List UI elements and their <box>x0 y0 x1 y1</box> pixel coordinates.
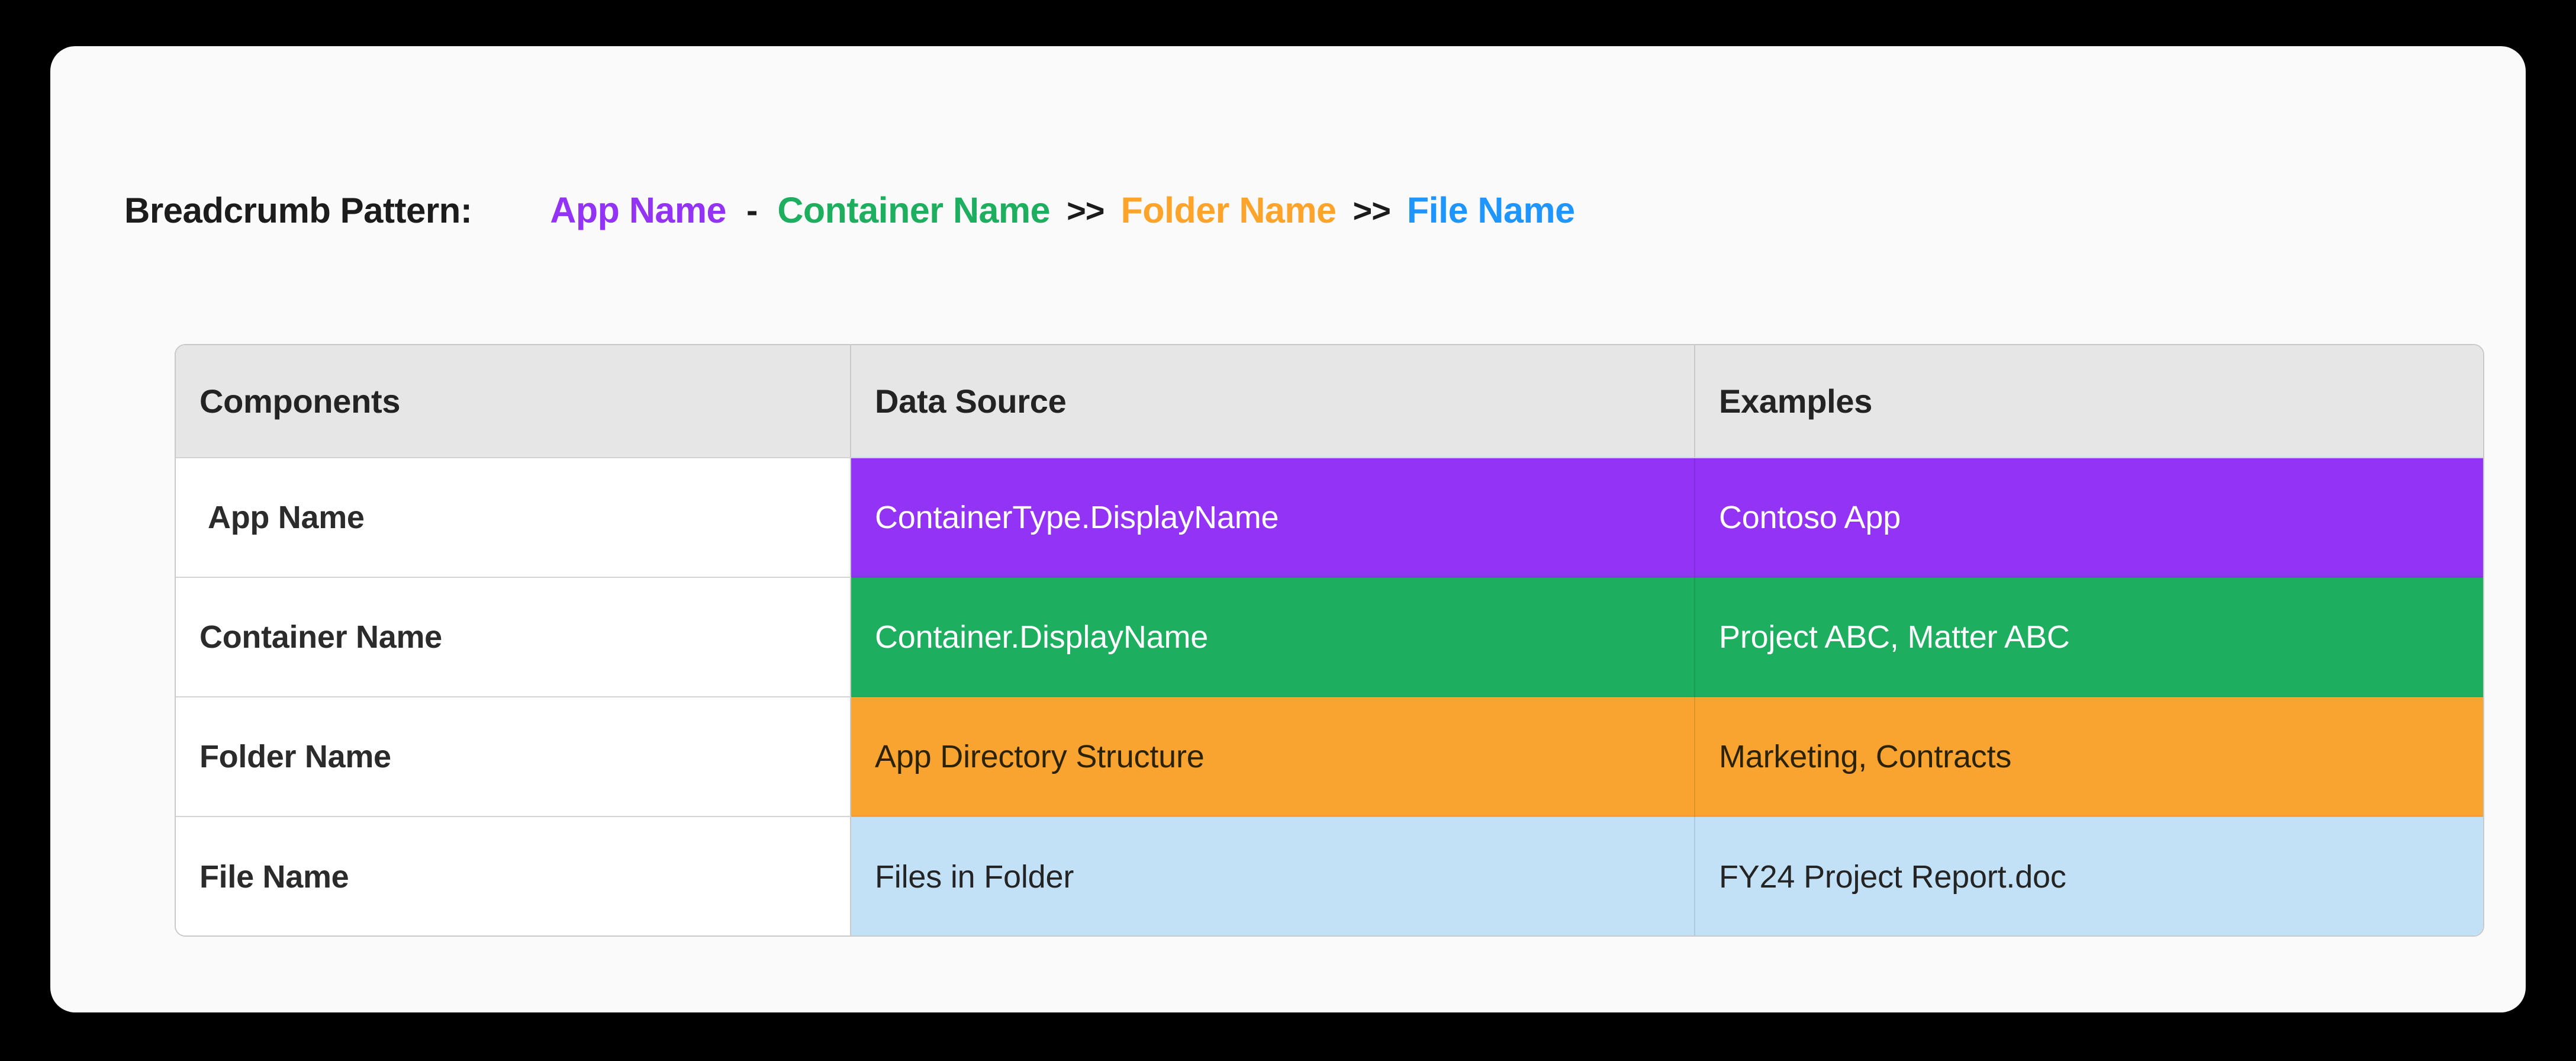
breadcrumb-crumb-file-name[interactable]: File Name <box>1406 190 1575 230</box>
table-header-row: Components Data Source Examples <box>176 345 2483 458</box>
table-row: Folder Name App Directory Structure Mark… <box>176 697 2483 817</box>
table-row: Container Name Container.DisplayName Pro… <box>176 577 2483 697</box>
breadcrumb-separator-chevron-2: >> <box>1353 191 1391 229</box>
cell-example-file-name: FY24 Project Report.doc <box>1695 816 2483 935</box>
breadcrumb-crumb-app-name[interactable]: App Name <box>550 190 726 230</box>
cell-data-source-container-name: Container.DisplayName <box>851 577 1695 697</box>
cell-example-folder-name: Marketing, Contracts <box>1695 697 2483 817</box>
cell-component-container-name: Container Name <box>176 577 851 697</box>
breadcrumb-separator-chevron-1: >> <box>1067 191 1105 229</box>
breadcrumb-pattern-label: Breadcrumb Pattern: <box>124 190 472 230</box>
column-header-data-source: Data Source <box>851 345 1695 458</box>
table-row: App Name ContainerType.DisplayName Conto… <box>176 458 2483 578</box>
cell-example-container-name: Project ABC, Matter ABC <box>1695 577 2483 697</box>
column-header-examples: Examples <box>1695 345 2483 458</box>
cell-component-app-name: App Name <box>176 458 851 578</box>
cell-data-source-app-name: ContainerType.DisplayName <box>851 458 1695 578</box>
breadcrumb-components-table: Components Data Source Examples App Name… <box>175 344 2484 937</box>
cell-data-source-folder-name: App Directory Structure <box>851 697 1695 817</box>
breadcrumb-crumb-container-name[interactable]: Container Name <box>777 190 1051 230</box>
cell-component-folder-name: Folder Name <box>176 697 851 817</box>
breadcrumb-pattern-row: Breadcrumb Pattern: App Name - Container… <box>124 178 1575 243</box>
cell-component-file-name: File Name <box>176 816 851 935</box>
breadcrumb-separator-dash: - <box>746 191 758 230</box>
column-header-components: Components <box>176 345 851 458</box>
breadcrumb: App Name - Container Name >> Folder Name… <box>550 189 1575 231</box>
table-row: File Name Files in Folder FY24 Project R… <box>176 816 2483 935</box>
breadcrumb-crumb-folder-name[interactable]: Folder Name <box>1120 190 1337 230</box>
cell-example-app-name: Contoso App <box>1695 458 2483 578</box>
cell-data-source-file-name: Files in Folder <box>851 816 1695 935</box>
content-card: Breadcrumb Pattern: App Name - Container… <box>50 46 2526 1012</box>
